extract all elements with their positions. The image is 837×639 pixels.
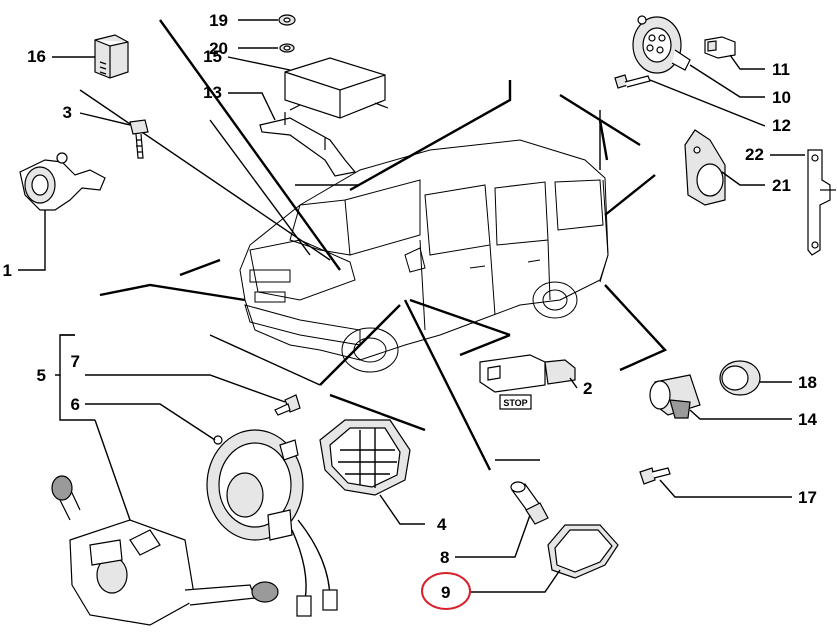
stop-label: STOP <box>503 398 527 408</box>
connector-16 <box>94 34 129 79</box>
bulb-8 <box>510 481 549 525</box>
combination-switch-5 <box>51 475 279 626</box>
bracket-13 <box>259 112 357 177</box>
cap-18 <box>719 360 761 396</box>
callout-22: 22 <box>745 145 764 164</box>
screw-17 <box>639 467 671 485</box>
callout-18: 18 <box>798 373 817 392</box>
callout-9: 9 <box>441 583 450 602</box>
callout-5: 5 <box>37 366 46 385</box>
horn-1 <box>19 152 106 211</box>
callout-1: 1 <box>3 261 12 280</box>
leader-lines <box>79 19 668 471</box>
callout-17: 17 <box>798 488 817 507</box>
clockspring-6 <box>206 429 338 617</box>
highlight-circle-9 <box>421 572 471 610</box>
callout-20: 20 <box>209 39 228 58</box>
callout-lines <box>18 19 805 593</box>
washer-20 <box>279 43 295 53</box>
callout-19: 19 <box>209 11 228 30</box>
stop-switch-2: STOP <box>479 354 576 410</box>
callout-16: 16 <box>27 47 46 66</box>
lamp-4 <box>319 419 411 496</box>
callout-13: 13 <box>203 83 222 102</box>
cylinder-14 <box>649 374 701 419</box>
side-repeater-9 <box>547 524 619 579</box>
callout-12: 12 <box>772 116 791 135</box>
switch-21 <box>684 129 726 206</box>
screw-7 <box>274 394 301 416</box>
control-unit-15 <box>284 57 389 119</box>
bolt-3 <box>129 119 149 159</box>
sensor-10 <box>632 15 691 74</box>
callout-14: 14 <box>798 410 817 429</box>
callout-2: 2 <box>583 379 592 398</box>
callout-6: 6 <box>71 395 80 414</box>
callout-11: 11 <box>772 60 790 79</box>
callout-3: 3 <box>63 103 72 122</box>
callout-21: 21 <box>772 176 791 195</box>
callout-10: 10 <box>772 88 791 107</box>
washer-19 <box>278 14 296 26</box>
callout-8: 8 <box>440 548 449 567</box>
callout-7: 7 <box>71 352 80 371</box>
callout-4: 4 <box>437 515 447 534</box>
callout-labels: 19 20 15 16 13 3 1 11 10 12 22 21 5 7 6 … <box>3 11 818 602</box>
group-brace-5 <box>60 334 75 336</box>
connector-11 <box>704 36 736 59</box>
bracket-22 <box>807 149 836 256</box>
callout-15: 15 <box>203 47 222 66</box>
screw-12 <box>614 74 651 89</box>
